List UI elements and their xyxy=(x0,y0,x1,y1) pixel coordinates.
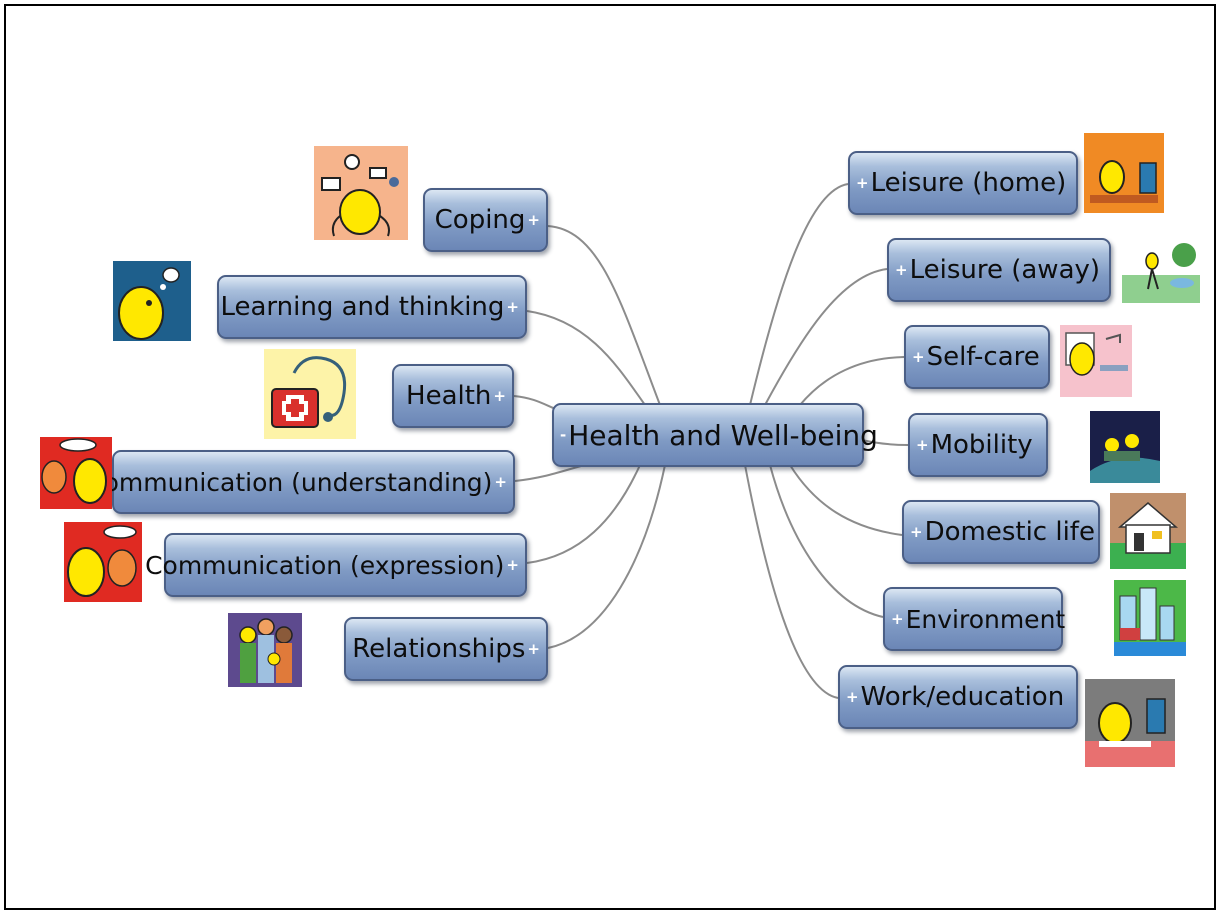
topic-label: Environment xyxy=(905,604,1066,634)
connector-leisure-home xyxy=(749,183,849,406)
topic-label: Coping xyxy=(434,205,526,235)
topic-leisure-home[interactable]: + Leisure (home) xyxy=(848,151,1078,215)
central-topic[interactable]: - Health and Well-being xyxy=(552,403,878,467)
expand-toggle[interactable]: + xyxy=(494,473,507,491)
topic-label: Communication (expression) xyxy=(145,550,505,580)
travel-icon xyxy=(1090,411,1160,483)
connector-health xyxy=(513,395,559,411)
speaking-icon xyxy=(64,522,142,602)
topic-label: Leisure (away) xyxy=(909,255,1101,285)
expand-toggle[interactable]: + xyxy=(527,640,540,658)
expand-toggle[interactable]: + xyxy=(527,211,540,229)
connector-domestic xyxy=(789,464,903,536)
topic-work-education[interactable]: + Work/education xyxy=(838,665,1078,729)
topic-label: Leisure (home) xyxy=(870,168,1067,198)
topic-health[interactable]: Health + xyxy=(392,364,514,428)
city-icon xyxy=(1114,580,1186,656)
topic-leisure-away[interactable]: + Leisure (away) xyxy=(887,238,1111,302)
connector-comm-expression xyxy=(526,464,641,564)
collapse-toggle[interactable]: - xyxy=(560,426,567,444)
medical-kit-icon xyxy=(264,349,356,439)
connector-relationships xyxy=(547,464,666,649)
family-icon xyxy=(228,613,302,687)
topic-label: Health xyxy=(406,381,492,411)
expand-toggle[interactable]: + xyxy=(916,436,929,454)
washing-icon xyxy=(1060,325,1132,397)
topic-relationships[interactable]: Relationships + xyxy=(344,617,548,681)
topic-label: Communication (understanding) xyxy=(86,467,493,497)
connector-comm-understanding xyxy=(514,464,586,482)
listening-icon xyxy=(40,437,112,509)
topic-mobility[interactable]: + Mobility xyxy=(908,413,1048,477)
topic-learning-and-thinking[interactable]: Learning and thinking + xyxy=(217,275,527,339)
central-topic-label: Health and Well-being xyxy=(568,418,878,452)
topic-self-care[interactable]: + Self-care xyxy=(904,325,1050,389)
connector-environment xyxy=(769,464,884,618)
topic-communication-expression[interactable]: Communication (expression) + xyxy=(145,533,527,597)
topic-label: Work/education xyxy=(860,682,1065,712)
topic-label: Domestic life xyxy=(924,517,1095,547)
connector-mobility xyxy=(861,439,909,446)
topic-environment[interactable]: + Environment xyxy=(883,587,1066,651)
topic-communication-understanding[interactable]: Communication (understanding) + xyxy=(86,450,515,514)
expand-toggle[interactable]: + xyxy=(912,348,925,366)
expand-toggle[interactable]: + xyxy=(493,387,506,405)
expand-toggle[interactable]: + xyxy=(506,556,519,574)
expand-toggle[interactable]: + xyxy=(846,688,859,706)
topic-coping[interactable]: Coping + xyxy=(423,188,548,252)
topic-label: Self-care xyxy=(926,342,1040,372)
expand-toggle[interactable]: + xyxy=(856,174,869,192)
connector-self-care xyxy=(799,356,905,406)
connector-work xyxy=(744,464,839,699)
connector-leisure-away xyxy=(764,268,888,406)
topic-domestic-life[interactable]: + Domestic life xyxy=(902,500,1100,564)
diagram-frame xyxy=(4,4,1216,910)
expand-toggle[interactable]: + xyxy=(891,610,904,628)
desk-work-icon xyxy=(1085,679,1175,767)
topic-label: Mobility xyxy=(930,430,1033,460)
connector-coping xyxy=(547,225,661,406)
walk-in-park-icon xyxy=(1122,239,1200,303)
house-icon xyxy=(1110,493,1186,569)
connector-learning xyxy=(526,310,646,406)
coping-icon xyxy=(314,146,408,240)
learning-icon xyxy=(113,261,191,341)
topic-label: Learning and thinking xyxy=(220,292,505,322)
expand-toggle[interactable]: + xyxy=(910,523,923,541)
topic-label: Relationships xyxy=(352,634,526,664)
computer-at-home-icon xyxy=(1084,133,1164,213)
expand-toggle[interactable]: + xyxy=(506,298,519,316)
expand-toggle[interactable]: + xyxy=(895,261,908,279)
